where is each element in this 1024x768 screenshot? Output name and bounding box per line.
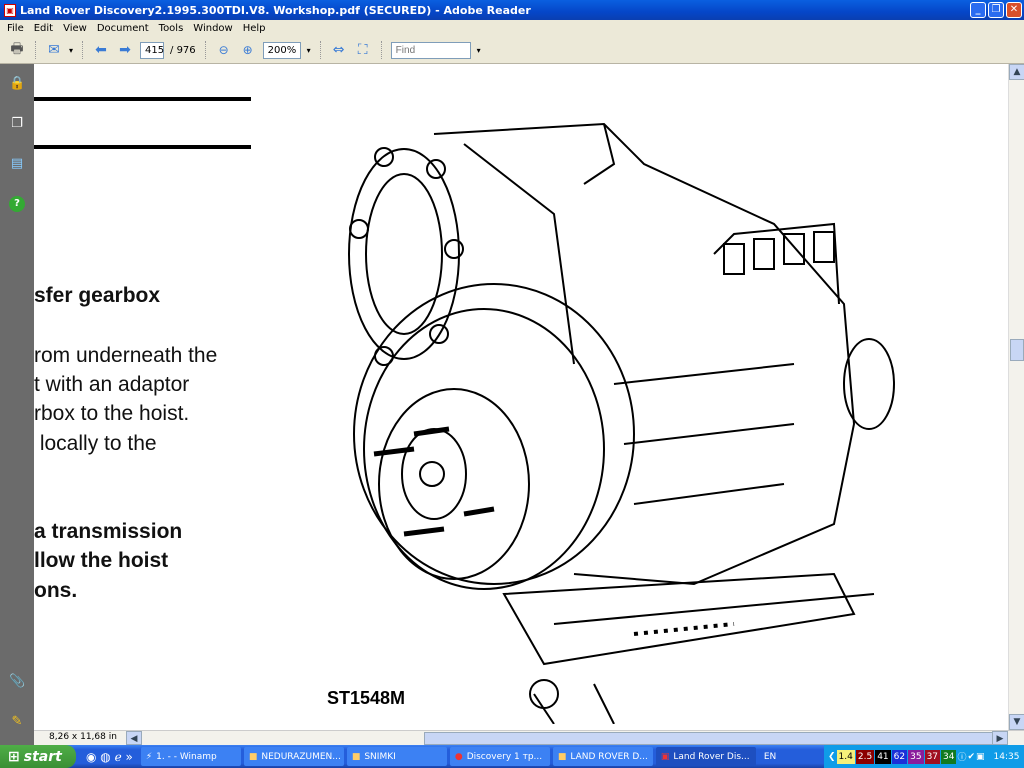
task-adobe-reader[interactable]: ▣Land Rover Dis... (655, 747, 756, 766)
scroll-down-button[interactable]: ▼ (1009, 714, 1024, 730)
scroll-up-button[interactable]: ▲ (1009, 64, 1024, 80)
paragraph-line: rom underneath the (34, 344, 218, 367)
scroll-left-button[interactable]: ◀ (126, 731, 142, 745)
pages-icon[interactable]: ❐ (11, 116, 23, 131)
menu-file[interactable]: File (7, 23, 24, 34)
tray-indicator[interactable]: 62 (891, 749, 908, 764)
transfer-gearbox-illustration (348, 122, 895, 724)
email-icon[interactable]: ✉ (48, 42, 60, 58)
help-icon[interactable]: ? (9, 196, 25, 212)
divider (34, 145, 251, 149)
zoom-out-icon[interactable]: ⊖ (218, 43, 229, 57)
page-size: 8,26 x 11,68 in (49, 732, 117, 742)
task-browser[interactable]: ●Discovery 1 тр... (449, 747, 550, 766)
previous-page-icon[interactable]: ⬅ (95, 42, 107, 58)
pdf-app-icon: ▣ (4, 3, 16, 17)
chevron-down-icon[interactable]: ▾ (306, 45, 311, 55)
task-winamp[interactable]: ⚡1. - - Winamp (140, 747, 241, 766)
vertical-scrollbar[interactable]: ▲ ▼ (1008, 64, 1024, 730)
info-icon[interactable]: ⓘ (957, 753, 967, 763)
tray-indicator[interactable]: 1.4 (836, 749, 855, 764)
window-title: Land Rover Discovery2.1995.300TDI.V8. Wo… (20, 3, 531, 17)
page-total: / 976 (170, 44, 196, 56)
close-button[interactable]: ✕ (1006, 2, 1022, 18)
print-icon[interactable]: 🖶 (10, 41, 24, 57)
title-bar: ▣ Land Rover Discovery2.1995.300TDI.V8. … (0, 0, 1024, 20)
tray-app-icon[interactable]: ✔ (967, 751, 976, 762)
maximize-button[interactable]: ❐ (988, 2, 1004, 18)
start-button[interactable]: ⊞start (0, 745, 76, 768)
status-bar: 8,26 x 11,68 in ◀ ▶ (34, 730, 1024, 745)
document-page: sfer gearbox rom underneath the t with a… (34, 64, 1008, 730)
chevron-down-icon[interactable]: ▾ (69, 45, 74, 55)
menu-bar: File Edit View Document Tools Window Hel… (0, 20, 1024, 37)
task-folder[interactable]: ■LAND ROVER D... (552, 747, 653, 766)
tray-indicator[interactable]: 35 (908, 749, 924, 764)
zoom-in-icon[interactable]: ⊕ (242, 43, 253, 57)
task-folder[interactable]: ■SNIMKI (346, 747, 447, 766)
bold-line: llow the hoist (34, 549, 169, 572)
network-icon[interactable]: ▣ (976, 751, 985, 762)
paragraph-line: t with an adaptor (34, 373, 190, 396)
taskbar: ⊞start ◉ ◍ ℯ » ⚡1. - - Winamp ■NEDURAZUM… (0, 745, 1024, 768)
tray-indicator[interactable]: 34 (941, 749, 957, 764)
divider (34, 97, 251, 101)
windows-logo-icon: ⊞ (8, 748, 20, 765)
minimize-button[interactable]: _ (970, 2, 986, 18)
section-heading: sfer gearbox (34, 284, 161, 307)
tray-expand-icon[interactable]: ❮ (828, 751, 836, 762)
zoom-level-select[interactable]: 200% (262, 41, 301, 59)
figure-label: ST1548M (327, 688, 406, 708)
bold-line: ons. (34, 579, 78, 602)
fit-page-icon[interactable]: ⛶ (357, 42, 368, 58)
bookmarks-icon[interactable]: ▤ (10, 156, 24, 171)
paragraph-line: rbox to the hoist. (34, 402, 190, 425)
clock: 14:35 (993, 751, 1020, 762)
attachment-icon[interactable]: 📎 (9, 674, 26, 689)
menu-help[interactable]: Help (242, 23, 266, 34)
navigation-pane: 🔒 ❐ ▤ ? 📎 ✎ (0, 64, 34, 745)
language-indicator[interactable]: EN (763, 751, 777, 762)
task-folder[interactable]: ■NEDURAZUMEN... (243, 747, 344, 766)
menu-tools[interactable]: Tools (158, 23, 184, 34)
comments-icon[interactable]: ✎ (11, 714, 23, 729)
tray-indicator[interactable]: 41 (875, 749, 891, 764)
tray-indicator[interactable]: 37 (924, 749, 941, 764)
lock-icon[interactable]: 🔒 (9, 76, 26, 91)
find-input[interactable] (390, 41, 471, 59)
menu-window[interactable]: Window (193, 23, 233, 34)
toolbar: 🖶 ✉ ▾ ⬅ ➡ 415 / 976 ⊖ ⊕ 200% ▾ ⇔ ⛶ ▾ (0, 37, 1024, 64)
quicklaunch-icons[interactable]: ◉ ◍ ℯ » (86, 749, 133, 764)
chevron-down-icon[interactable]: ▾ (476, 45, 481, 55)
tray-indicator[interactable]: 2.5 (855, 749, 875, 764)
menu-view[interactable]: View (63, 23, 87, 34)
scroll-right-button[interactable]: ▶ (992, 731, 1008, 745)
menu-document[interactable]: Document (96, 23, 149, 34)
paragraph-line: locally to the (34, 432, 157, 455)
fit-width-icon[interactable]: ⇔ (332, 42, 345, 58)
menu-edit[interactable]: Edit (33, 23, 54, 34)
page-number-input[interactable]: 415 (140, 41, 164, 59)
next-page-icon[interactable]: ➡ (119, 42, 131, 58)
scroll-thumb[interactable] (1010, 339, 1024, 361)
bold-line: a transmission (34, 520, 183, 543)
horizontal-scroll-thumb[interactable] (424, 732, 1004, 745)
